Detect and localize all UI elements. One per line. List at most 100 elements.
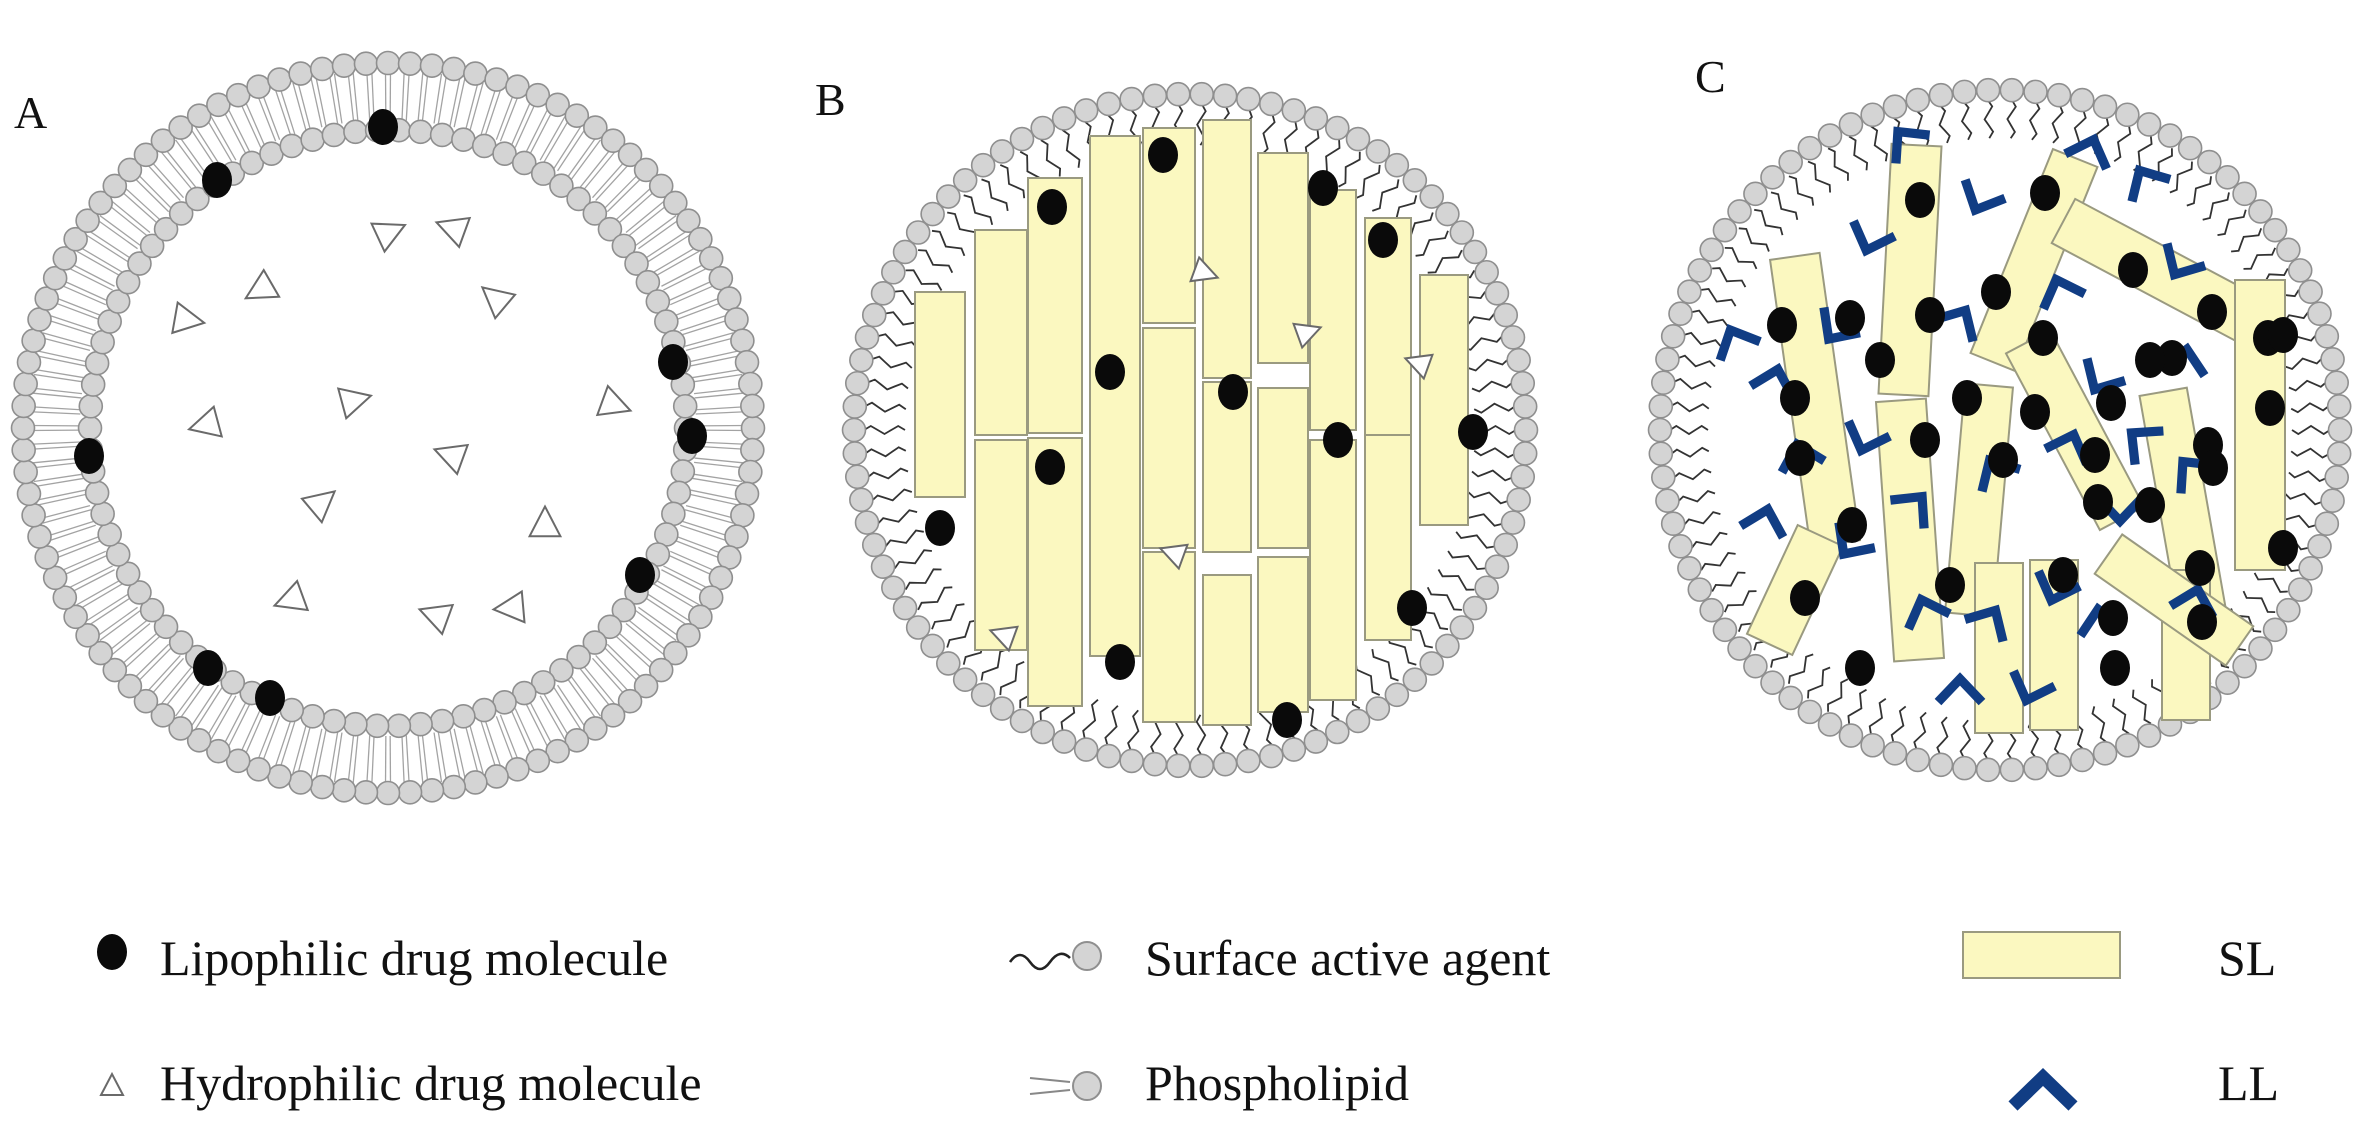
lipid-head: [844, 370, 870, 396]
solid-lipid-block: [1969, 147, 2099, 373]
lipid-head: [892, 239, 918, 265]
lipid-head: [21, 503, 46, 528]
lipid-tail: [34, 477, 85, 488]
lipid-tail: [52, 535, 100, 555]
lipid-tail: [480, 721, 497, 770]
lipid-tail: [484, 720, 502, 768]
surfactant-tail: [2242, 590, 2276, 613]
lipid-tail: [274, 88, 292, 136]
lipid-head: [343, 711, 368, 737]
lipid-head: [564, 728, 590, 753]
lipid-head: [633, 673, 659, 699]
hydrophilic-drug: [1292, 322, 1323, 350]
lipid-tail: [674, 296, 722, 317]
lipid-head: [920, 201, 945, 227]
lipid-tail: [146, 655, 181, 693]
solid-lipid-block: [1202, 119, 1252, 379]
lipid-tail: [371, 70, 375, 121]
surfactant-tail: [877, 333, 918, 349]
lipid-head: [90, 329, 115, 355]
lipid-head: [905, 220, 931, 245]
solid-lipid-block: [974, 229, 1028, 436]
solid-lipid-block: [1309, 439, 1357, 701]
solid-lipid-block: [1142, 551, 1196, 723]
lipid-head: [1882, 94, 1908, 119]
lipid-tail: [617, 631, 657, 667]
lipid-tail: [606, 176, 644, 213]
lipid-tail: [61, 554, 108, 577]
lipid-head: [1928, 82, 1954, 108]
lipid-head: [1073, 98, 1099, 123]
lipophilic-drug: [1780, 380, 1810, 416]
surfactant-tail: [2027, 719, 2040, 759]
surfactant-tail: [864, 401, 907, 413]
lipophilic-drug: [2268, 530, 2298, 566]
lipid-tail: [582, 150, 616, 191]
lipid-head: [2326, 441, 2352, 467]
lipid-head: [1687, 258, 1713, 283]
lipid-head: [267, 67, 292, 92]
lipophilic-drug: [925, 510, 955, 546]
surfactant-tail: [884, 529, 924, 548]
lipid-head: [2307, 533, 2332, 559]
hydrophilic-drugs: [988, 255, 1434, 653]
lipid-head: [582, 630, 608, 655]
lipid-head: [2248, 636, 2273, 661]
lipid-head: [1345, 708, 1371, 734]
lipid-tail: [570, 675, 601, 717]
lipid-head: [989, 696, 1015, 721]
lipophilic-drug: [1308, 170, 1338, 206]
surfactant-tail: [1437, 569, 1475, 591]
lipid-tail: [401, 70, 405, 121]
lipid-head: [13, 459, 38, 485]
lipid-head: [2314, 323, 2340, 349]
surfactant-tail: [1672, 468, 1712, 481]
lipid-tail: [553, 687, 582, 730]
lipid-head: [2023, 79, 2048, 105]
lipid-head: [2177, 135, 2203, 161]
lipid-head: [11, 393, 36, 419]
lipid-head: [1668, 301, 1693, 327]
lipid-head: [84, 350, 110, 376]
lipid-head: [353, 780, 379, 805]
surfactant-tail: [1788, 175, 1815, 206]
hydrophilic-drug-icon: [99, 1071, 125, 1096]
lipid-head: [936, 184, 961, 209]
liquid-lipid: [1715, 323, 1762, 362]
lipophilic-drug: [2098, 600, 2128, 636]
lipid-head: [463, 61, 488, 86]
lipid-tail: [38, 493, 88, 506]
lipid-tail: [579, 147, 612, 188]
lipophilic-drug: [2118, 252, 2148, 288]
lipid-tail: [149, 657, 185, 697]
lipid-head: [1435, 201, 1460, 227]
surfactant-tail: [2217, 209, 2247, 236]
lipid-tail: [222, 701, 247, 747]
lipid-head: [1727, 636, 1752, 661]
lipid-tail: [136, 646, 173, 684]
lipid-head: [1699, 237, 1724, 263]
lipid-tail: [417, 734, 424, 785]
lipid-tail: [78, 246, 123, 273]
lipophilic-drug: [677, 418, 707, 454]
lipid-head: [88, 190, 113, 216]
lipid-tail: [437, 731, 448, 782]
lipid-head: [168, 201, 194, 226]
surfactant-tail: [1467, 491, 1509, 505]
legend-lipophilic-label: Lipophilic drug molecule: [160, 930, 668, 986]
lipid-head: [52, 585, 78, 610]
lipid-tail: [421, 72, 429, 122]
lipid-tail: [635, 610, 677, 641]
lipid-tail: [239, 708, 262, 755]
lipophilic-drug: [1988, 442, 2018, 478]
lipid-head: [1384, 682, 1410, 708]
lipid-head: [1506, 347, 1531, 373]
lipid-head: [564, 103, 590, 128]
lipid-head: [206, 92, 231, 118]
lipid-tail: [465, 81, 479, 131]
lipid-head: [1838, 723, 1864, 748]
lipid-tail: [347, 72, 355, 122]
lipid-head: [168, 115, 193, 140]
lipid-head: [545, 738, 570, 764]
lipid-head: [1462, 595, 1488, 621]
